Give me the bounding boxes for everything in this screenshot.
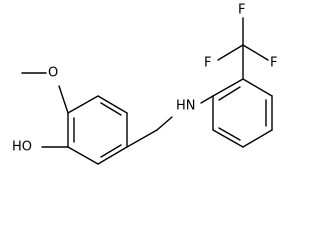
trifluoromethylphenyl-ring (212, 78, 273, 148)
bond-aryl-ring-2 (242, 78, 273, 97)
bond-ring-to-methoxy-oxygen (58, 85, 69, 114)
bond-phenol-ring-5 (67, 146, 99, 165)
benzyl-linker (126, 95, 214, 148)
methoxy-group (21, 72, 69, 114)
bond-cf3-to-fluorine-left (217, 44, 244, 61)
phenol-ring (67, 95, 128, 165)
bond-cf3-to-fluorine-right (242, 44, 269, 61)
atom-label-fluorine-top: F (238, 3, 245, 18)
bond-phenol-ring-4 (97, 146, 128, 165)
bond-aryl-double-1 (218, 86, 241, 101)
bond-phenol-double-2 (100, 144, 122, 158)
bond-phenol-ring-2 (97, 95, 128, 114)
atom-label-fluorine-right: F (270, 56, 277, 71)
chemical-structure-diagram: O HO HN F F F (12, 3, 277, 165)
bond-phenol-double-1 (100, 102, 122, 116)
trifluoromethyl-group (217, 17, 269, 80)
bond-ring-to-ch2 (126, 129, 158, 148)
atom-label-amine: HN (176, 99, 196, 114)
bond-ch2-to-amine (156, 116, 173, 131)
bond-aryl-double-3 (218, 127, 241, 141)
atom-label-hydroxyl: HO (12, 140, 32, 155)
bond-aryl-ring-4 (242, 129, 273, 148)
bond-phenol-ring-1 (67, 95, 99, 114)
bond-amine-to-aryl (200, 95, 214, 104)
atom-label-fluorine-left: F (204, 56, 211, 71)
bond-aryl-ring-1 (212, 78, 244, 97)
bond-aryl-ring-5 (212, 129, 244, 148)
atom-label-methoxy-oxygen: O (48, 66, 58, 81)
